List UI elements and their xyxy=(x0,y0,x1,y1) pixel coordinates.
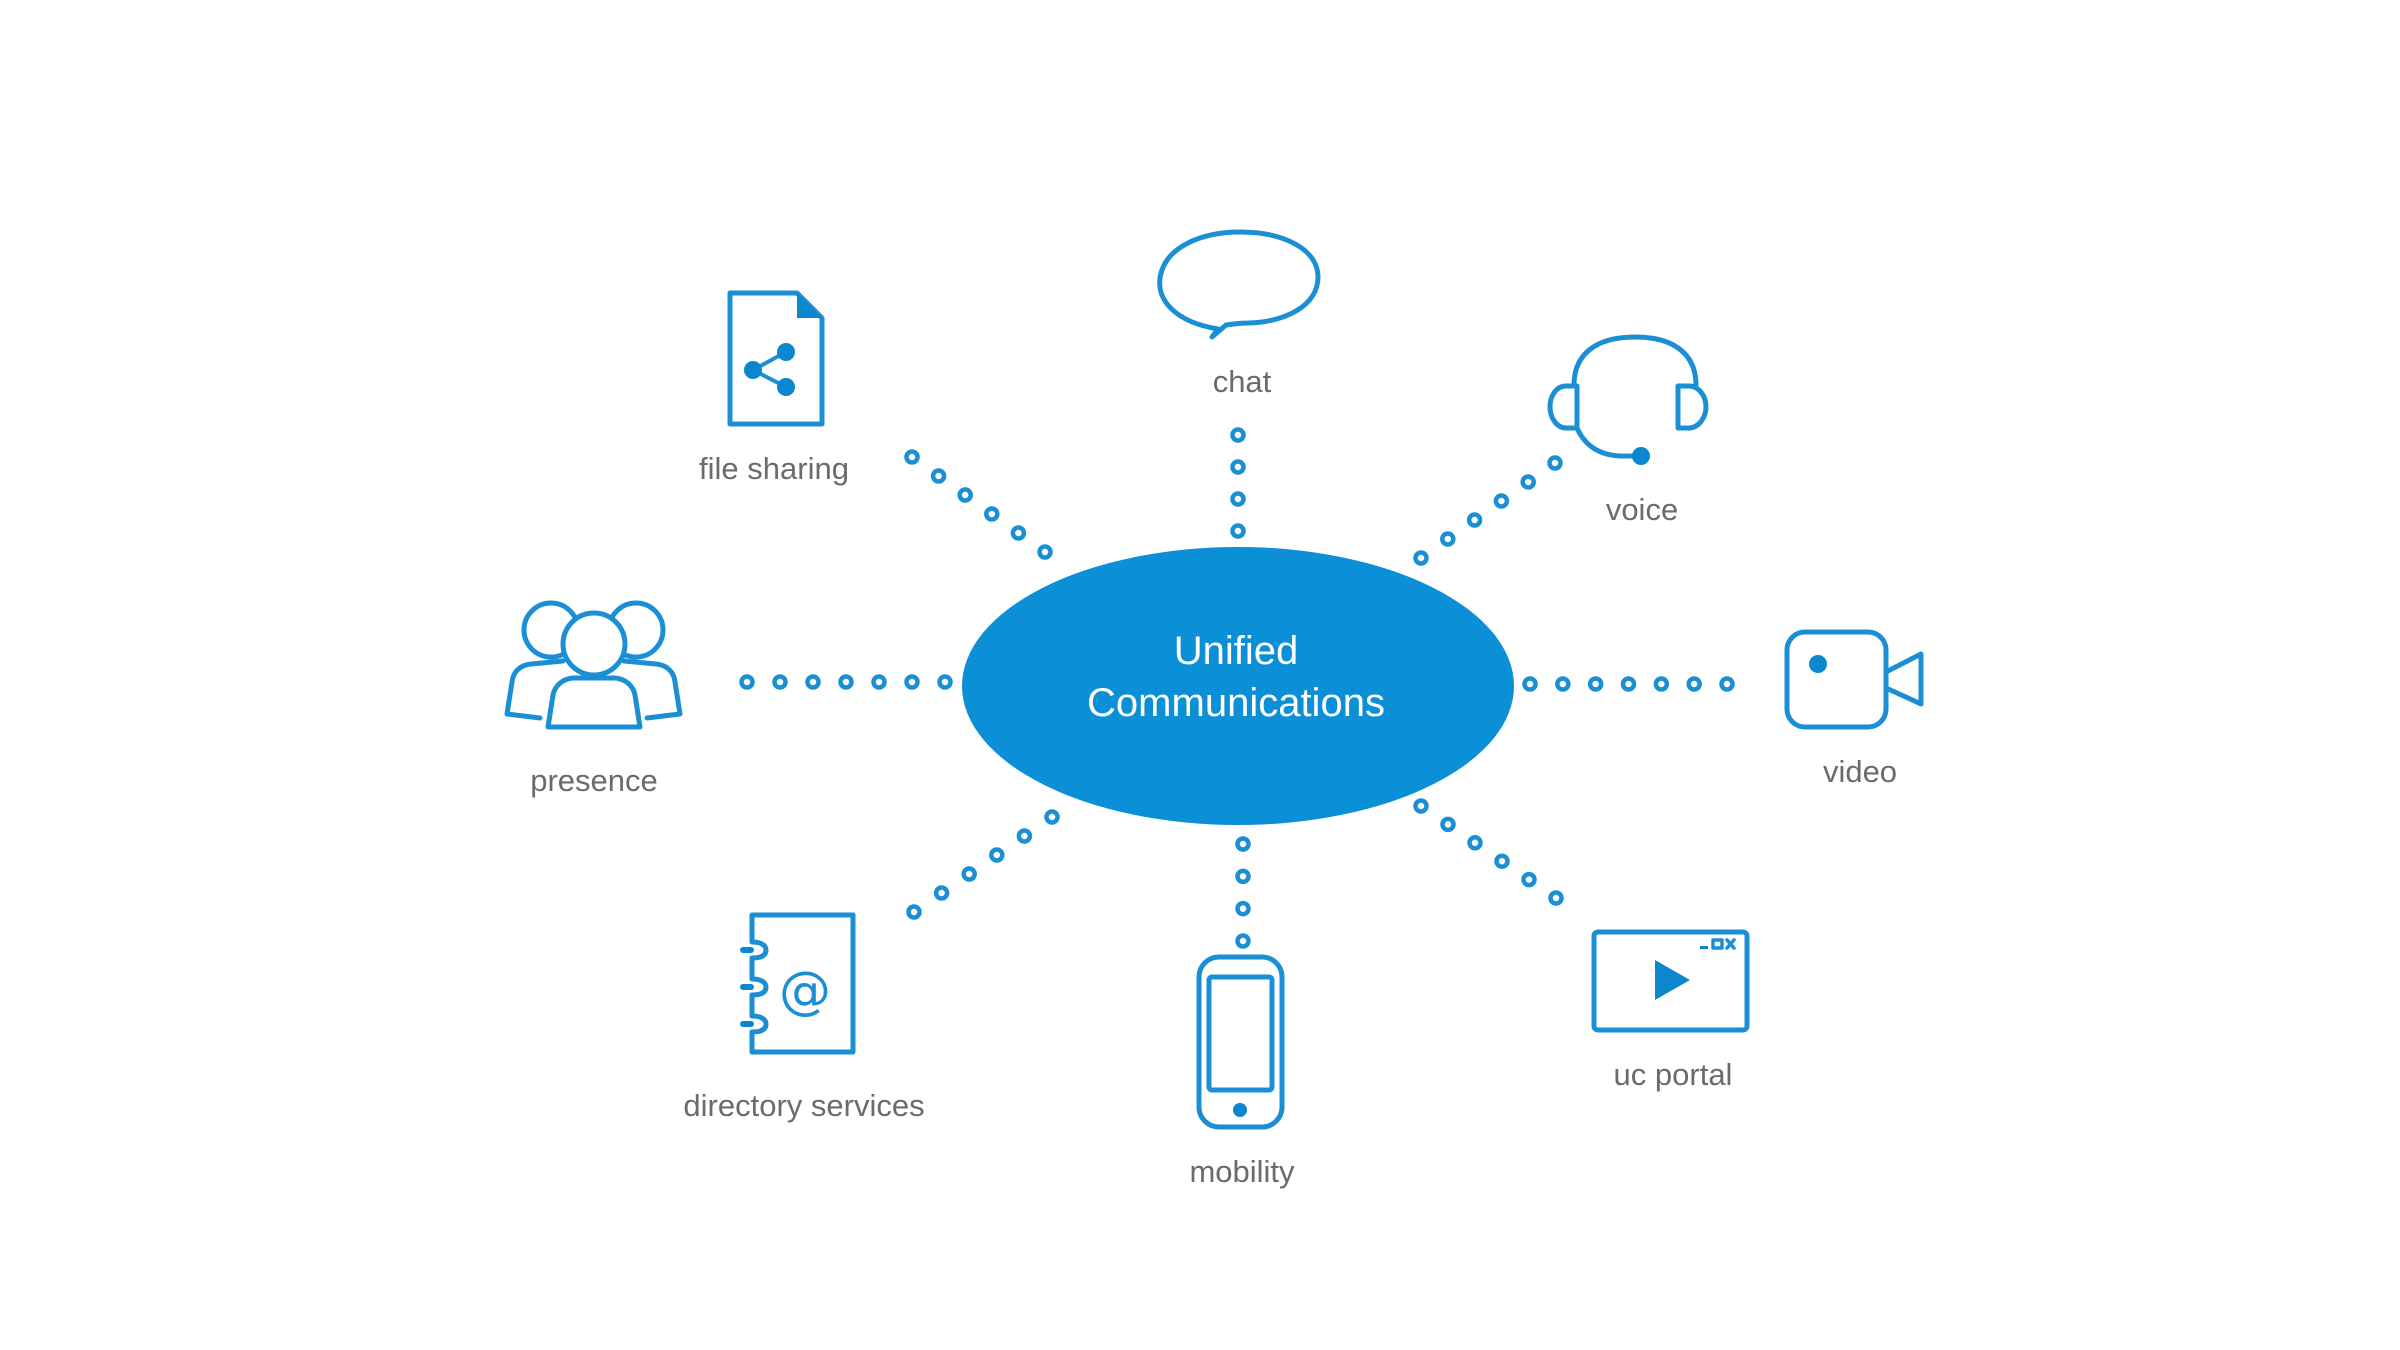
connector-dot xyxy=(961,866,977,882)
connector-dot xyxy=(1467,835,1483,851)
connector-dot xyxy=(1037,544,1053,560)
node-label-presence: presence xyxy=(530,763,658,798)
connector-dot xyxy=(1620,676,1637,692)
connector-dot xyxy=(1016,828,1033,844)
connector-dot xyxy=(1230,427,1246,443)
hub-ellipse xyxy=(962,547,1514,825)
connector-dot xyxy=(1493,493,1510,509)
hub-title-line1: Unified xyxy=(1174,629,1299,673)
people-group-icon xyxy=(504,600,683,730)
node-label-file-sharing: file sharing xyxy=(699,451,849,486)
connector-dot xyxy=(1235,900,1251,917)
connectors xyxy=(739,427,1735,949)
connector-mobility xyxy=(1235,836,1251,949)
connector-dot xyxy=(1235,836,1251,852)
video-player-window-icon xyxy=(1591,929,1750,1033)
connector-dot xyxy=(1521,871,1537,888)
connector-dot xyxy=(1010,525,1027,541)
connector-dot xyxy=(1235,933,1251,949)
node-label-uc-portal: uc portal xyxy=(1614,1057,1733,1092)
connector-dot xyxy=(989,847,1005,863)
connector-uc-portal xyxy=(1413,798,1564,906)
connector-dot xyxy=(1440,816,1456,833)
connector-dot xyxy=(904,674,920,690)
connector-dot xyxy=(1044,809,1060,825)
node-chat: chat xyxy=(1157,229,1321,399)
connector-dot xyxy=(1230,459,1246,475)
connector-dot xyxy=(1587,676,1604,692)
connector-dot xyxy=(1230,523,1246,539)
node-video: video xyxy=(1784,629,1924,789)
connector-dot xyxy=(1653,676,1670,692)
connector-dot xyxy=(1494,853,1510,869)
speech-bubble-icon xyxy=(1157,229,1321,340)
connector-video xyxy=(1522,676,1735,692)
node-presence: presence xyxy=(504,600,683,798)
connector-dot xyxy=(906,904,922,920)
connector-dot xyxy=(957,487,973,503)
connector-dot xyxy=(871,674,887,690)
hub: Unified Communications xyxy=(962,547,1514,825)
node-uc-portal: uc portal xyxy=(1591,929,1750,1092)
node-label-video: video xyxy=(1823,754,1897,789)
microphone-dot xyxy=(1632,447,1650,465)
connector-voice xyxy=(1413,455,1563,566)
node-directory-services: @ directory services xyxy=(683,912,925,1123)
connector-dot xyxy=(1719,676,1735,692)
connector-dot xyxy=(805,674,821,690)
node-mobility: mobility xyxy=(1189,954,1295,1189)
headset-icon xyxy=(1547,334,1709,465)
address-book-icon: @ xyxy=(740,912,856,1055)
connector-dot xyxy=(838,674,854,690)
connector-dot xyxy=(937,674,953,690)
connector-dot xyxy=(933,885,950,901)
connector-dot xyxy=(1235,868,1251,885)
at-sign-glyph: @ xyxy=(779,961,831,1021)
connector-dot xyxy=(1548,890,1564,906)
node-label-chat: chat xyxy=(1213,364,1272,399)
connector-directory-services xyxy=(906,809,1060,920)
connector-dot xyxy=(1522,676,1538,692)
shared-file-icon xyxy=(727,290,825,427)
connector-chat xyxy=(1230,427,1246,539)
connector-dot xyxy=(1466,512,1483,528)
connector-dot xyxy=(904,449,920,465)
node-label-mobility: mobility xyxy=(1189,1154,1295,1189)
connector-dot xyxy=(1555,676,1571,692)
node-label-directory-services: directory services xyxy=(683,1088,924,1123)
connector-dot xyxy=(1230,491,1246,507)
node-label-voice: voice xyxy=(1606,492,1678,527)
connector-presence xyxy=(739,674,953,690)
connector-dot xyxy=(739,674,755,690)
connector-dot xyxy=(930,468,947,484)
connector-dot xyxy=(1686,676,1702,692)
node-voice: voice xyxy=(1547,334,1709,527)
connector-dot xyxy=(1547,455,1563,471)
node-file-sharing: file sharing xyxy=(699,290,849,486)
smartphone-icon xyxy=(1196,954,1285,1130)
connector-dot xyxy=(984,506,1000,522)
connector-dot xyxy=(1413,550,1429,566)
video-camera-icon xyxy=(1784,629,1924,730)
connector-dot xyxy=(1413,798,1429,814)
connector-file-sharing xyxy=(904,449,1053,560)
connector-dot xyxy=(1440,531,1456,547)
hub-title-line2: Communications xyxy=(1087,681,1385,725)
connector-dot xyxy=(772,674,788,690)
connector-dot xyxy=(1520,474,1536,490)
